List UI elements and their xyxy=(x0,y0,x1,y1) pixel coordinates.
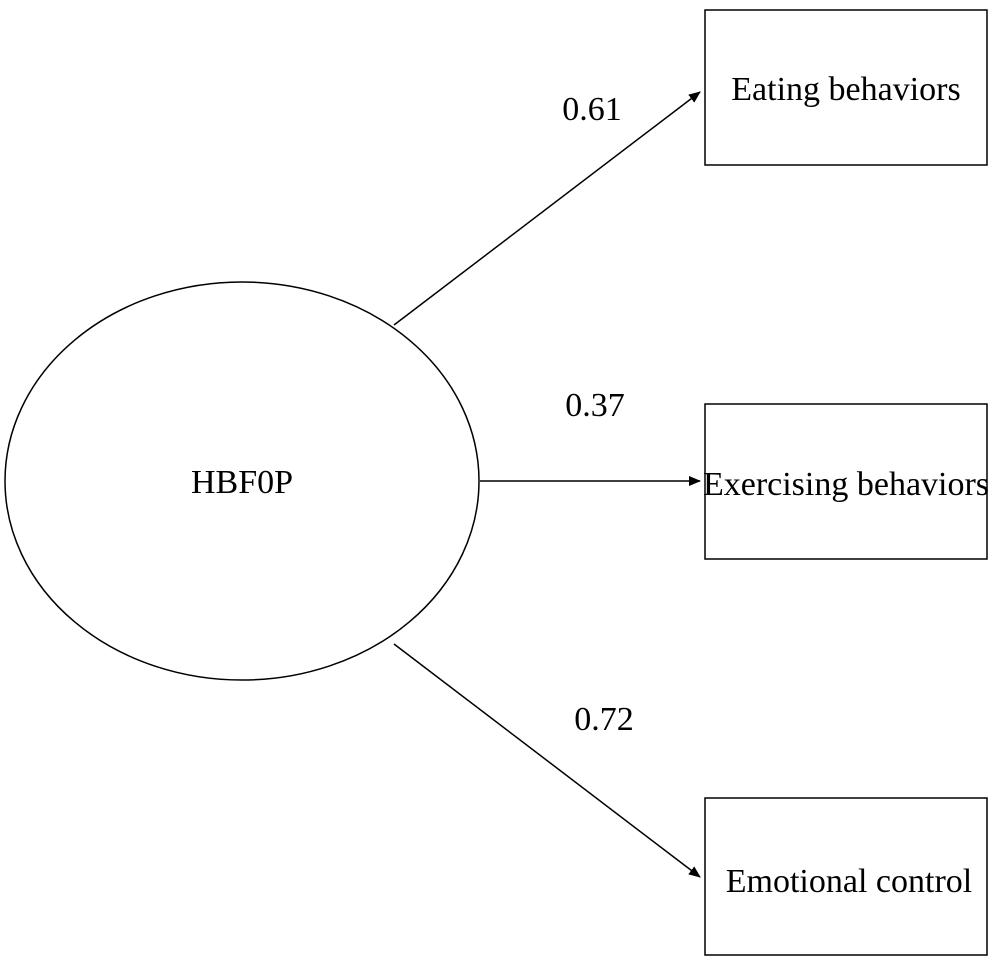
indicator-label-exercising: Exercising behaviors xyxy=(703,466,989,503)
latent-node: HBF0P xyxy=(4,281,480,681)
latent-ellipse xyxy=(4,281,480,681)
loading-label-emotional: 0.72 xyxy=(574,701,634,738)
path-arrow-eating xyxy=(393,91,701,326)
indicator-label-emotional: Emotional control xyxy=(726,863,972,900)
loading-label-eating: 0.61 xyxy=(562,91,622,128)
indicator-node-emotional: Emotional control xyxy=(704,797,988,956)
loading-label-exercising: 0.37 xyxy=(565,387,625,424)
path-arrow-emotional xyxy=(393,643,701,878)
indicator-node-exercising: Exercising behaviors xyxy=(703,403,989,560)
indicator-label-eating: Eating behaviors xyxy=(731,71,960,108)
latent-label: HBF0P xyxy=(191,464,293,501)
indicator-box-eating xyxy=(704,9,988,166)
indicator-box-emotional xyxy=(704,797,988,956)
indicator-node-eating: Eating behaviors xyxy=(704,9,988,166)
indicator-box-exercising xyxy=(704,403,988,560)
